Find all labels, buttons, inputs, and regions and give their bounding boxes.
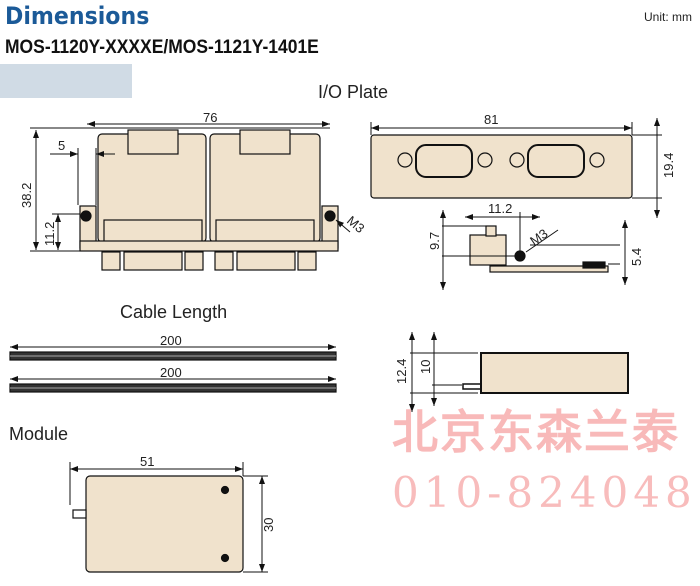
dim-side-height: 9.7 (427, 232, 442, 250)
page-title: Dimensions (5, 2, 150, 30)
dim-cable-outer: 12.4 (394, 359, 409, 384)
phone-watermark: 010-824048 (392, 468, 697, 517)
dim-front-height: 38.2 (19, 183, 34, 208)
dim-cable-inner: 10 (418, 360, 433, 374)
io-plate-front-view (30, 121, 351, 271)
dim-plate-width: 81 (484, 112, 498, 127)
dim-front-offset: 5 (58, 138, 65, 153)
io-plate-top-view (370, 118, 662, 218)
io-plate-side-view (440, 210, 628, 290)
io-plate-heading: I/O Plate (318, 82, 389, 102)
cable-drawings (9, 332, 629, 412)
dim-plate-height: 19.4 (661, 153, 676, 178)
dim-side-offset: 5.4 (629, 248, 644, 266)
dim-front-hole-height: 11.2 (42, 222, 57, 246)
advantech-watermark-logo (0, 64, 132, 98)
dim-module-width: 51 (140, 454, 154, 469)
cable-length-heading: Cable Length (120, 302, 228, 322)
model-number: MOS-1120Y-XXXXE/MOS-1121Y-1401E (5, 37, 319, 58)
module-heading: Module (9, 424, 69, 444)
dim-front-width: 76 (203, 110, 217, 125)
dim-front-screw: M3 (344, 213, 367, 236)
dim-cable2: 200 (160, 365, 182, 380)
module-drawing (69, 462, 268, 573)
dim-side-width: 11.2 (488, 201, 512, 216)
unit-label: Unit: mm (644, 10, 692, 24)
dim-cable1: 200 (160, 333, 182, 348)
company-watermark: 北京东森兰泰 (392, 405, 680, 459)
dim-module-height: 30 (261, 518, 276, 532)
